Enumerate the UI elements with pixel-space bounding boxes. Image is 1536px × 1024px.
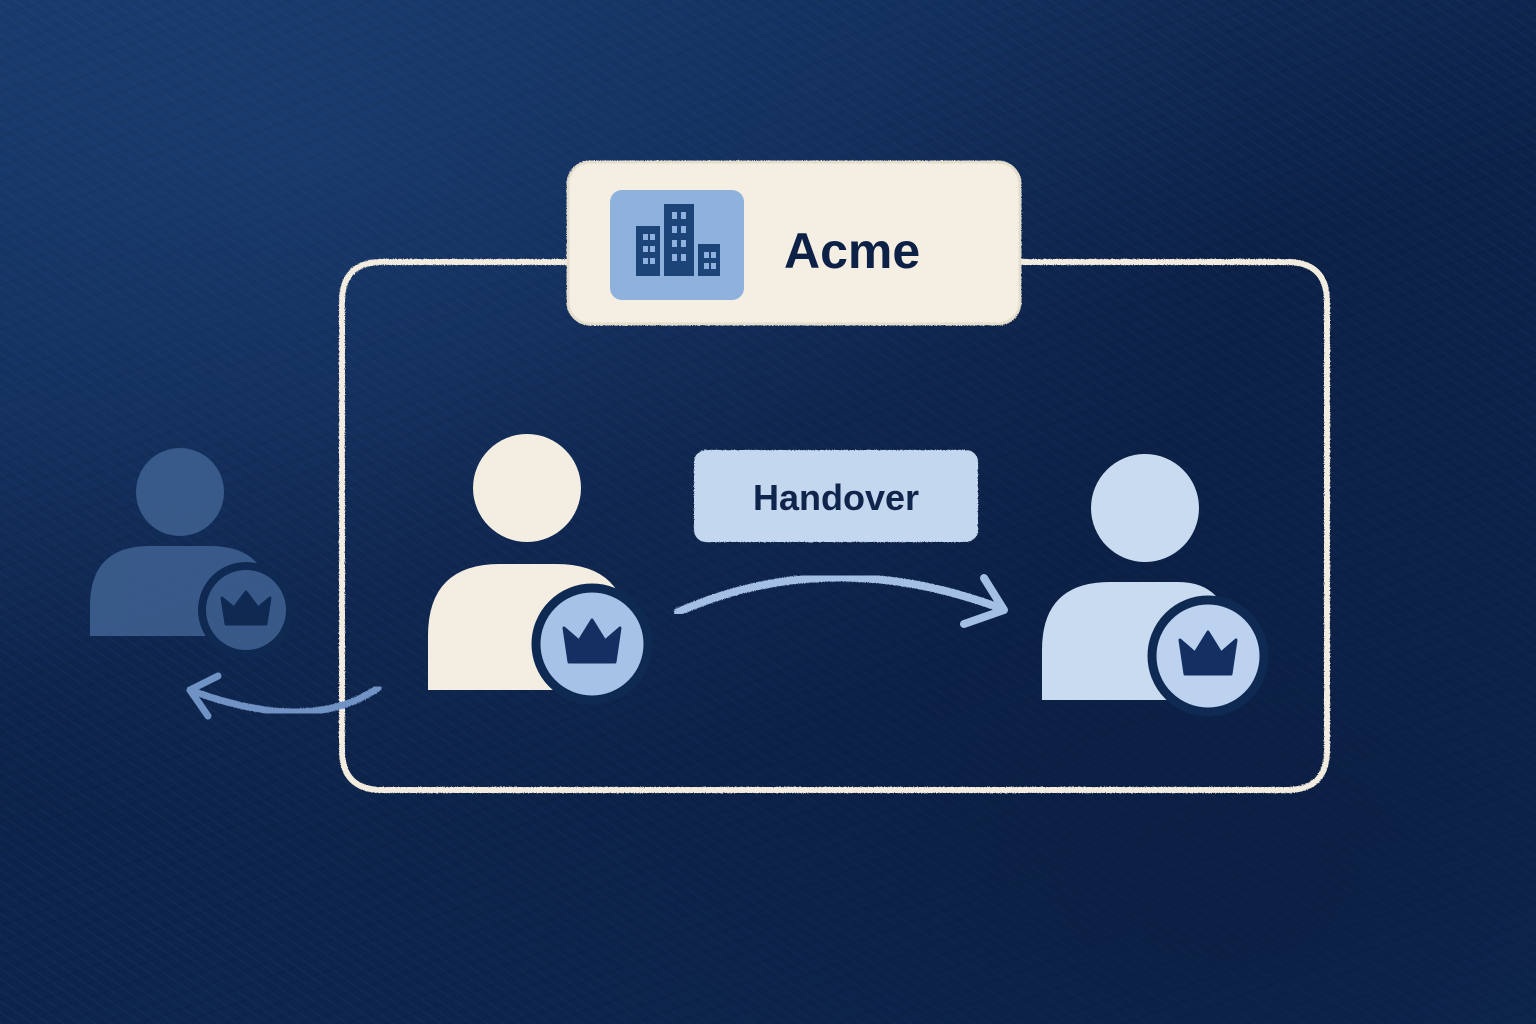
building-icon [610,190,744,300]
exit-arrow [186,672,382,720]
crown-icon [562,618,622,664]
current-owner [428,434,653,705]
handover-arrow [674,573,1008,628]
crown-icon [220,590,272,626]
former-owner [90,448,294,658]
handover-chip: Handover [694,450,978,542]
organization-header: Acme [566,160,1022,326]
crown-icon [1178,630,1238,676]
new-owner [1042,454,1269,717]
handover-label: Handover [753,477,919,518]
crown-badge [198,562,294,658]
organization-frame [339,259,1330,793]
crown-badge [1147,595,1269,717]
organization-name: Acme [784,223,920,279]
crown-badge [531,583,653,705]
